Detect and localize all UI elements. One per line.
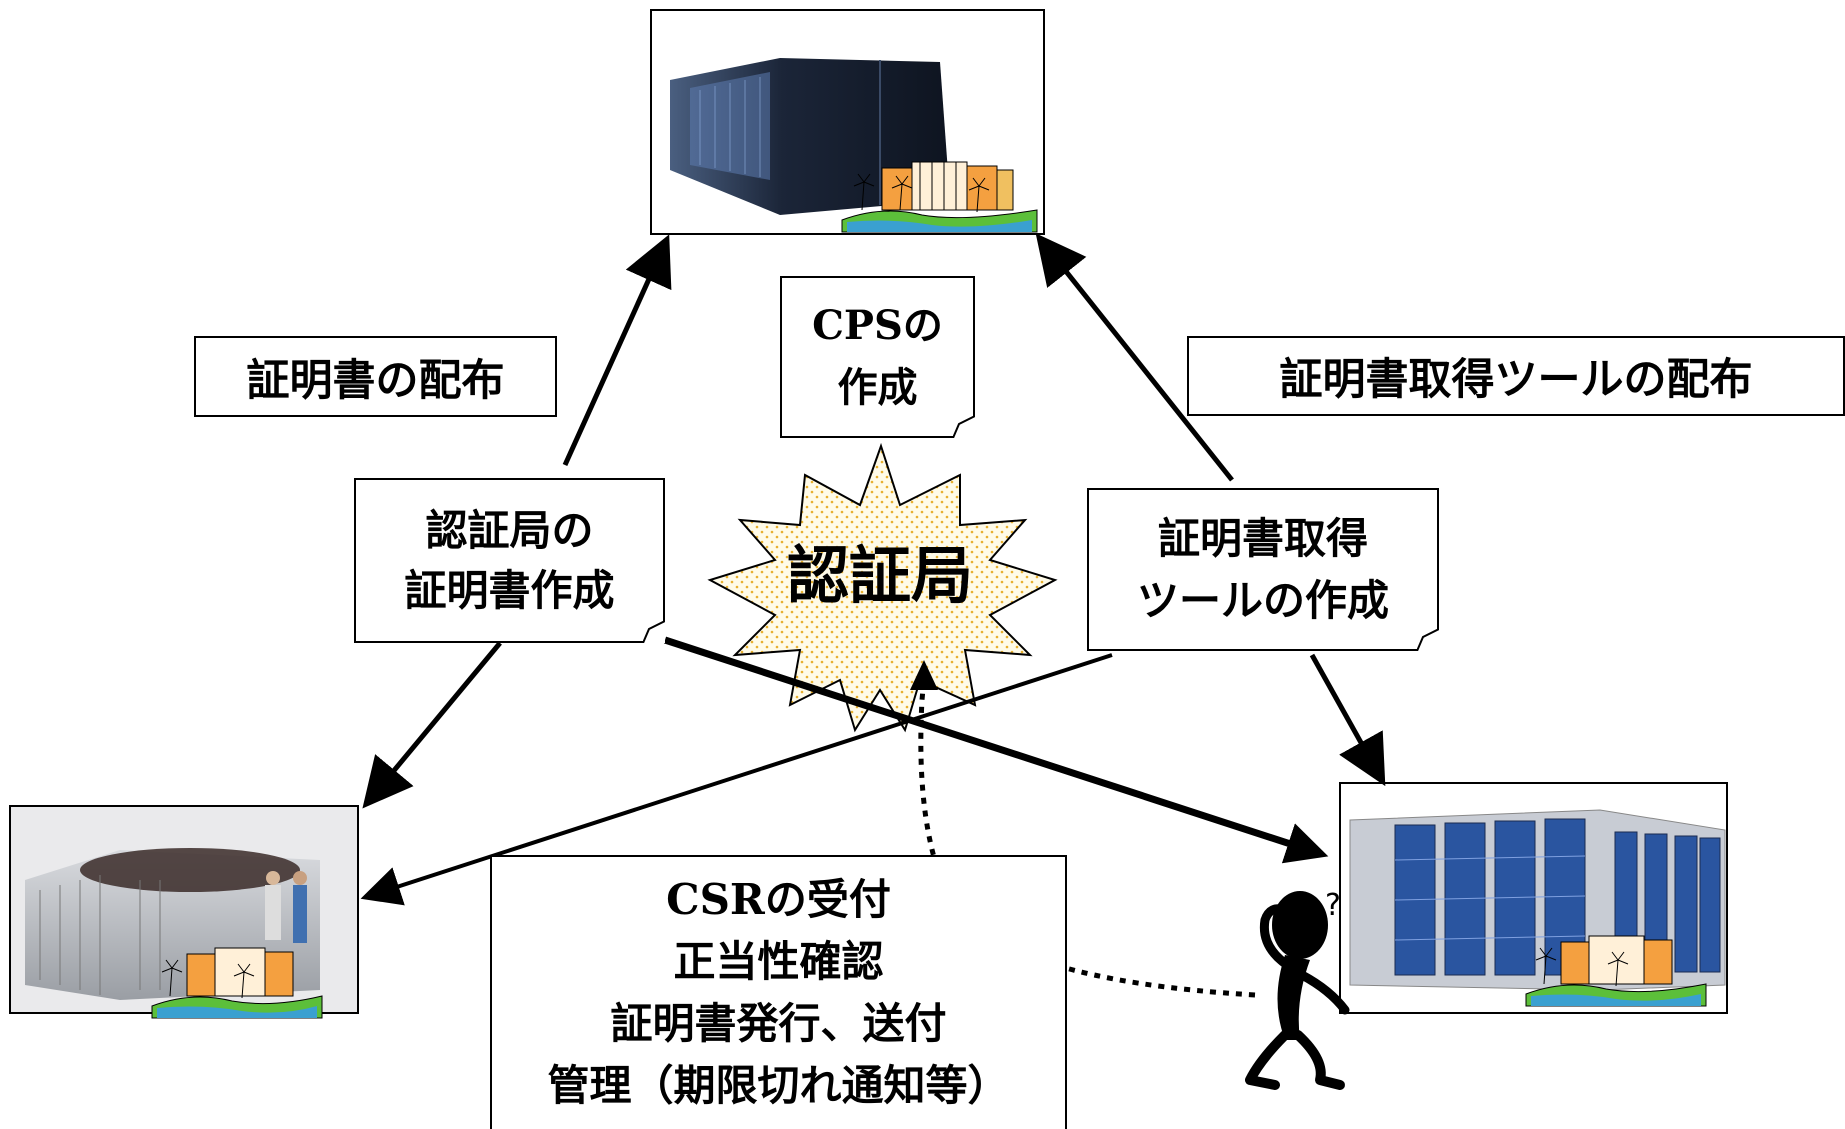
cert-distribution-label: 証明書の配布 xyxy=(194,336,557,417)
ca-center-label: 認証局 xyxy=(760,525,1000,615)
arrow-tool-to-right xyxy=(1309,653,1386,787)
tool-create-line-1: 証明書取得 xyxy=(1157,513,1368,563)
dotted-arrow-user-to-ca xyxy=(918,677,1256,998)
ca-cert-line-1: 認証局の xyxy=(425,505,594,555)
tool-distribution-label: 証明書取得ツールの配布 xyxy=(1187,336,1845,416)
building-icon xyxy=(841,161,1038,233)
arrow-ca-cert-to-right xyxy=(663,636,1329,864)
tool-create-line-2: ツールの作成 xyxy=(1136,575,1389,625)
note-fold-icon xyxy=(643,621,665,643)
cert-distribution-text: 証明書の配布 xyxy=(246,355,505,406)
csr-line-4: 管理（期限切れ通知等） xyxy=(547,1061,1010,1110)
cps-line-1: CPSの xyxy=(812,302,943,349)
cps-line-2: 作成 xyxy=(837,365,918,411)
arrow-ca-cert-to-left xyxy=(362,641,502,809)
svg-text:?: ? xyxy=(1325,888,1341,923)
dotted-arrow-head xyxy=(910,660,938,690)
thinking-person-icon xyxy=(1245,891,1350,1090)
ca-center-text: 認証局 xyxy=(786,539,973,612)
note-fold-icon xyxy=(953,416,975,438)
arrow-tool-to-top xyxy=(1035,233,1234,482)
ca-cert-note: 認証局の 証明書作成 xyxy=(354,478,665,643)
csr-line-2: 正当性確認 xyxy=(673,937,884,986)
supercomputer-left xyxy=(9,805,359,1014)
building-icon xyxy=(151,947,323,1019)
tool-distribution-text: 証明書取得ツールの配布 xyxy=(1279,355,1753,405)
csr-line-3: 証明書発行、送付 xyxy=(610,999,947,1048)
cps-note: CPSの 作成 xyxy=(780,276,975,438)
building-icon xyxy=(1525,935,1707,1007)
arrow-ca-cert-to-top xyxy=(562,234,672,467)
ca-burst-shape xyxy=(707,442,1058,733)
ca-cert-line-2: 証明書作成 xyxy=(404,565,615,615)
csr-line-1: CSRの受付 xyxy=(666,875,891,924)
tool-create-note: 証明書取得 ツールの作成 xyxy=(1087,488,1439,651)
question-mark-icon: ? xyxy=(1325,888,1341,923)
supercomputer-top xyxy=(650,9,1045,235)
csr-operations-box: CSRの受付 正当性確認 証明書発行、送付 管理（期限切れ通知等） xyxy=(490,855,1067,1129)
note-fold-icon xyxy=(1417,629,1439,651)
supercomputer-right xyxy=(1339,782,1728,1014)
